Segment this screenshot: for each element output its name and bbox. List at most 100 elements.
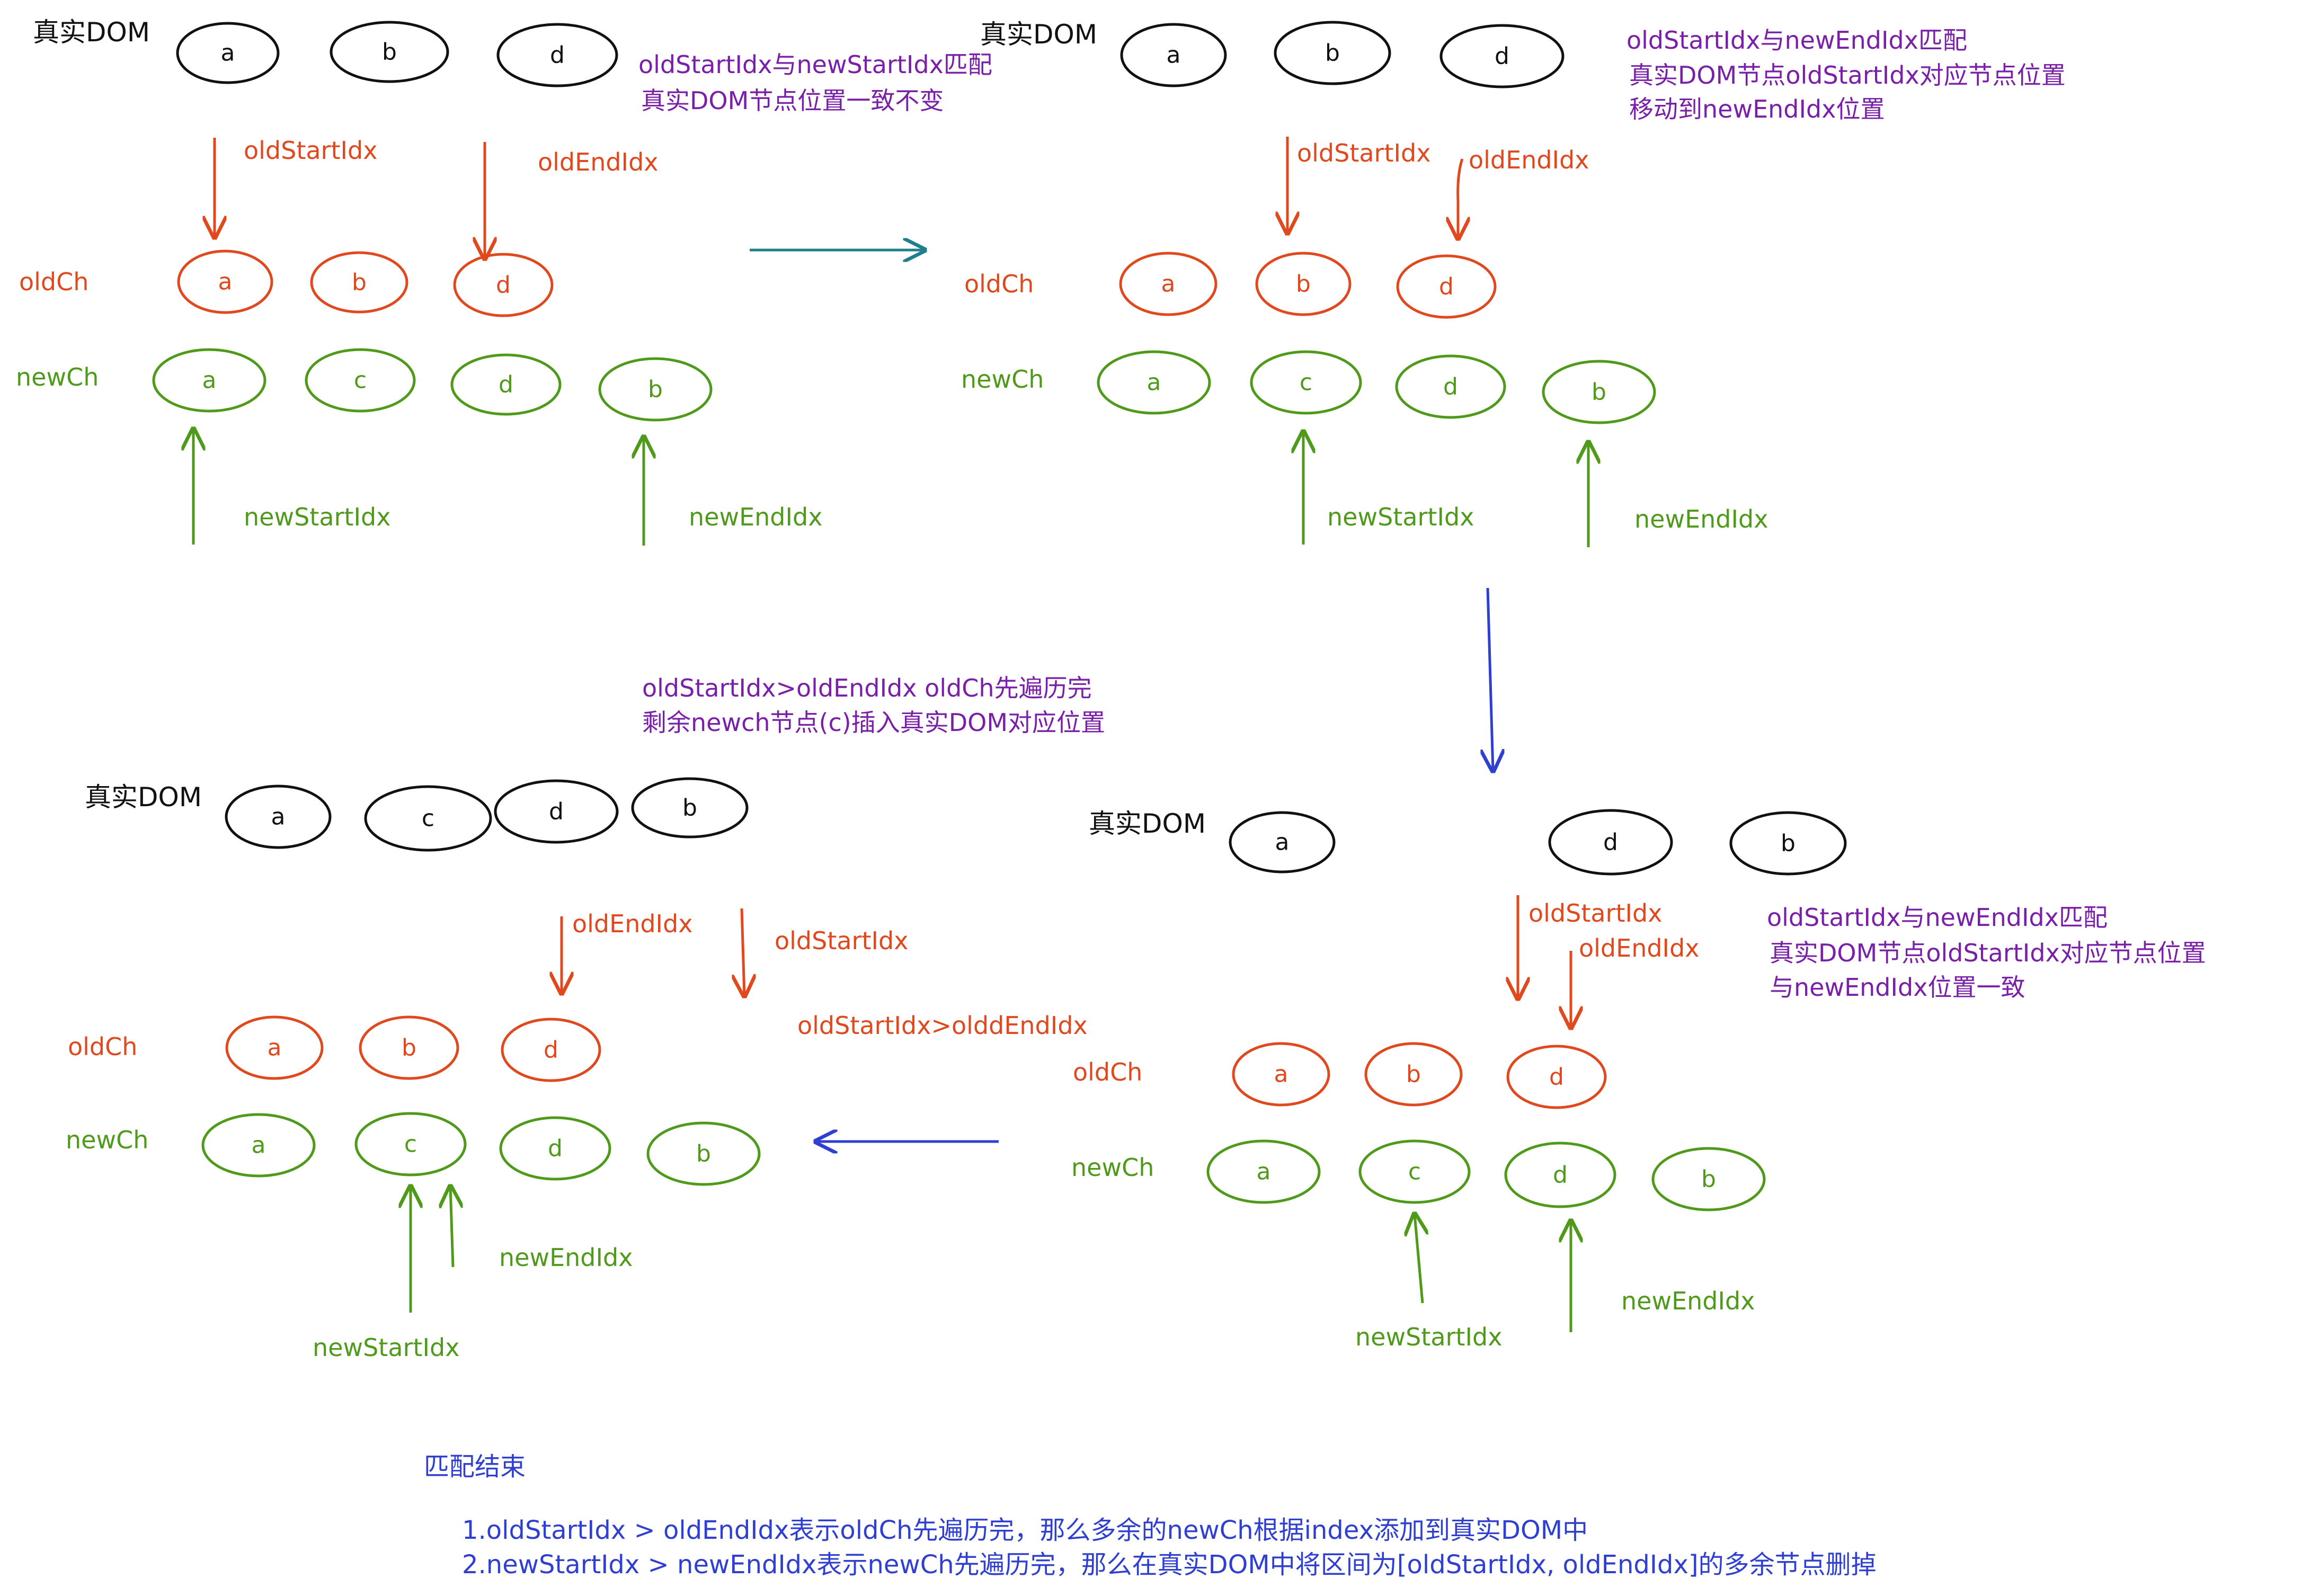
svg-text:d: d (1549, 1064, 1564, 1091)
svg-text:d: d (1553, 1162, 1568, 1189)
real-dom-node-c: c (364, 785, 492, 852)
svg-text:d: d (1603, 829, 1618, 856)
svg-text:b: b (402, 1035, 416, 1062)
svg-text:d: d (550, 42, 565, 69)
svg-text:c: c (404, 1131, 417, 1158)
new-end-idx-label: newEndIdx (1634, 505, 1768, 533)
summary-title: 匹配结束 (424, 1452, 526, 1482)
old-end-idx-label: oldEndIdx (1469, 146, 1589, 174)
old-end-idx-label: oldEndIdx (572, 910, 693, 938)
new-ch-node-d: d (1395, 354, 1506, 419)
old-ch-node-b: b (1364, 1042, 1463, 1107)
step1-note-line1: oldStartIdx与newStartIdx匹配 (638, 50, 992, 79)
old-start-gt-old-end-label: oldStartIdx>olddEndIdx (797, 1011, 1088, 1040)
old-ch-node-d: d (501, 1018, 601, 1082)
new-ch-label: newCh (16, 363, 99, 391)
new-ch-label: newCh (66, 1126, 148, 1154)
old-ch-node-b: b (359, 1015, 459, 1080)
old-start-idx-label: oldStartIdx (1297, 139, 1430, 167)
svg-text:a: a (1167, 42, 1181, 69)
real-dom-node-a: a (1229, 811, 1336, 873)
svg-text:a: a (1257, 1158, 1271, 1185)
old-start-idx-label: oldStartIdx (1528, 899, 1662, 928)
new-start-idx-label: newStartIdx (1355, 1323, 1502, 1351)
real-dom-node-d: d (494, 779, 619, 844)
svg-text:a: a (1161, 271, 1176, 298)
svg-text:b: b (648, 376, 663, 403)
svg-text:a: a (268, 1035, 282, 1062)
svg-text:a: a (221, 40, 235, 67)
svg-text:b: b (1592, 379, 1606, 406)
new-ch-node-c: c (354, 1112, 467, 1176)
real-dom-node-b: b (1729, 811, 1847, 876)
old-ch-label: oldCh (68, 1032, 137, 1061)
real-dom-node-b: b (631, 777, 749, 839)
svg-text:a: a (1147, 369, 1161, 396)
real-dom-node-d: d (1439, 24, 1565, 88)
svg-text:b: b (1296, 271, 1311, 298)
step2-note-line3: 移动到newEndIdx位置 (1629, 95, 1885, 123)
new-ch-node-b: b (1542, 360, 1656, 424)
real-dom-node-a: a (1120, 23, 1227, 87)
svg-text:d: d (548, 1135, 563, 1162)
svg-text:b: b (1406, 1061, 1421, 1088)
new-ch-node-a: a (152, 348, 266, 413)
new-ch-label: newCh (961, 365, 1044, 394)
svg-text:d: d (1443, 373, 1458, 400)
real-dom-node-b: b (330, 21, 449, 83)
svg-text:a: a (1274, 1061, 1288, 1088)
real-dom-node-a: a (176, 22, 280, 84)
new-ch-node-a: a (201, 1113, 316, 1178)
real-dom-label: 真实DOM (33, 17, 150, 48)
real-dom-label: 真实DOM (1089, 808, 1206, 839)
panel-step-3: 真实DOM a d b oldStartIdx与newEndIdx匹配 真实DO… (1071, 808, 2206, 1351)
new-ch-label: newCh (1071, 1153, 1154, 1182)
svg-text:d: d (1495, 43, 1509, 70)
old-ch-node-a: a (1119, 252, 1217, 316)
svg-text:d: d (1439, 273, 1454, 300)
old-start-idx-label: oldStartIdx (775, 926, 908, 955)
new-start-idx-label: newStartIdx (244, 503, 390, 531)
new-end-arrow (450, 1187, 453, 1268)
old-end-arrow (1458, 158, 1462, 238)
new-ch-node-a: a (1097, 350, 1211, 415)
svg-text:a: a (218, 269, 233, 296)
svg-text:a: a (202, 367, 217, 394)
old-ch-node-b: b (310, 251, 408, 314)
new-start-arrow (1415, 1214, 1423, 1304)
panel-step-2: 真实DOM a b d oldStartIdx与newEndIdx匹配 真实DO… (961, 19, 2066, 547)
old-ch-label: oldCh (1073, 1058, 1142, 1086)
svg-text:d: d (496, 272, 511, 299)
step3-note-line2: 真实DOM节点oldStartIdx对应节点位置 (1770, 939, 2206, 967)
new-ch-node-b: b (598, 357, 713, 422)
new-ch-node-c: c (1250, 350, 1362, 415)
old-end-idx-label: oldEndIdx (538, 148, 659, 176)
old-ch-node-d: d (453, 253, 554, 317)
new-ch-node-b: b (646, 1121, 761, 1186)
panel-step-4: oldStartIdx>oldEndIdx oldCh先遍历完 剩余newch节… (66, 674, 1105, 1362)
transition-arrow-2-to-3 (1488, 587, 1493, 771)
old-ch-node-d: d (1396, 254, 1497, 319)
summary-line-1: 1.oldStartIdx > oldEndIdx表示oldCh先遍历完，那么多… (462, 1515, 1588, 1545)
svg-text:b: b (696, 1140, 711, 1167)
step1-note-line2: 真实DOM节点位置一致不变 (641, 86, 944, 115)
svg-text:a: a (271, 804, 286, 831)
svg-text:c: c (1300, 369, 1312, 396)
step2-note-line2: 真实DOM节点oldStartIdx对应节点位置 (1629, 61, 2066, 90)
new-start-idx-label: newStartIdx (313, 1333, 459, 1362)
svg-text:c: c (1408, 1158, 1421, 1185)
old-end-idx-label: oldEndIdx (1579, 934, 1700, 962)
svg-text:b: b (1781, 830, 1796, 857)
real-dom-node-b: b (1274, 21, 1391, 85)
step3-note-line1: oldStartIdx与newEndIdx匹配 (1767, 903, 2108, 932)
old-ch-node-d: d (1506, 1045, 1607, 1109)
old-ch-node-a: a (225, 1015, 324, 1080)
svg-text:d: d (549, 798, 564, 825)
old-ch-label: oldCh (964, 270, 1034, 298)
old-start-idx-label: oldStartIdx (244, 136, 377, 165)
new-start-idx-label: newStartIdx (1327, 503, 1474, 531)
new-ch-node-a: a (1206, 1139, 1321, 1204)
new-ch-node-d: d (499, 1116, 611, 1181)
new-ch-node-d: d (450, 353, 562, 416)
